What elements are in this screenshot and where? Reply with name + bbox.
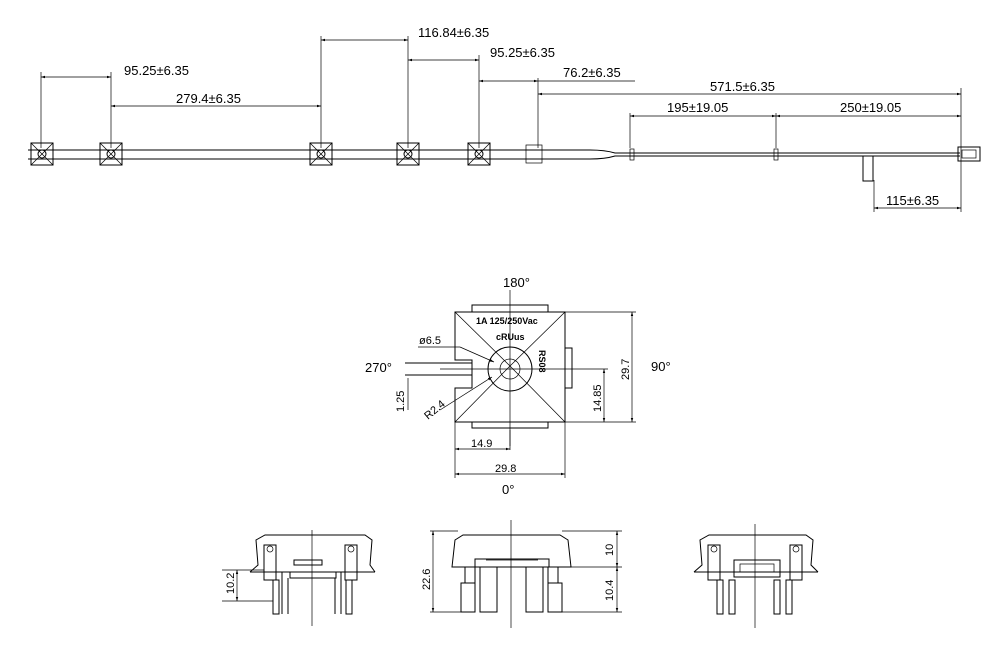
radius-dim: R2.4 [422, 398, 448, 422]
cable-socket-4 [396, 142, 420, 166]
angle-0: 0° [502, 482, 514, 497]
cable-socket-1 [30, 142, 54, 166]
dim-29-8: 29.8 [495, 463, 516, 475]
wire-marker-1 [629, 148, 635, 161]
dim-1-25: 1.25 [395, 391, 407, 412]
side-view-center: 22.6 10 10.4 [421, 520, 622, 628]
angle-90: 90° [651, 359, 671, 374]
angle-270: 270° [365, 360, 392, 375]
cable-socket-5 [467, 142, 491, 166]
dim-195: 195±19.05 [667, 100, 728, 115]
wire-bundle [28, 149, 960, 160]
end-connector [957, 146, 981, 162]
model-label: RS08 [537, 350, 547, 373]
dim-115: 115±6.35 [886, 193, 939, 208]
dim-95-25-left: 95.25±6.35 [124, 63, 189, 78]
socket-body [405, 290, 580, 446]
dim-10: 10 [604, 544, 616, 556]
cable-socket-3 [309, 142, 333, 166]
dim-571-5: 571.5±6.35 [710, 79, 775, 94]
side-view-right [693, 524, 819, 628]
dim-14-9: 14.9 [471, 438, 492, 450]
dim-10-4: 10.4 [604, 580, 616, 601]
dim-279-4: 279.4±6.35 [176, 91, 241, 106]
angle-180: 180° [503, 275, 530, 290]
branch-wire [862, 155, 874, 182]
cable-sockets [30, 142, 491, 166]
dim-116-84: 116.84±6.35 [418, 25, 489, 40]
cable-clip [525, 144, 543, 164]
dim-76-2: 76.2±6.35 [563, 65, 621, 80]
cable-socket-2 [99, 142, 123, 166]
side-view-left: 10.2 [222, 530, 376, 626]
rating-label: 1A 125/250Vac [476, 316, 538, 326]
hole-dim: ø6.5 [419, 335, 441, 347]
dim-14-85: 14.85 [592, 384, 604, 412]
dim-22-6: 22.6 [421, 569, 433, 590]
wire-marker-2 [773, 148, 779, 161]
socket-top-view: 180° 90° 270° 0° 1A 125/250Vac c [365, 275, 671, 497]
extension-lines [40, 36, 962, 212]
cable-assembly: 116.84±6.35 95.25±6.35 95.25±6.35 76.2±6… [28, 25, 981, 212]
cert-mark: cRUus [496, 332, 525, 342]
dim-95-25-right: 95.25±6.35 [490, 45, 555, 60]
dimension-lines [41, 38, 961, 210]
dim-250: 250±19.05 [840, 100, 901, 115]
dim-10-2: 10.2 [225, 573, 237, 594]
dim-29-7: 29.7 [620, 359, 632, 380]
